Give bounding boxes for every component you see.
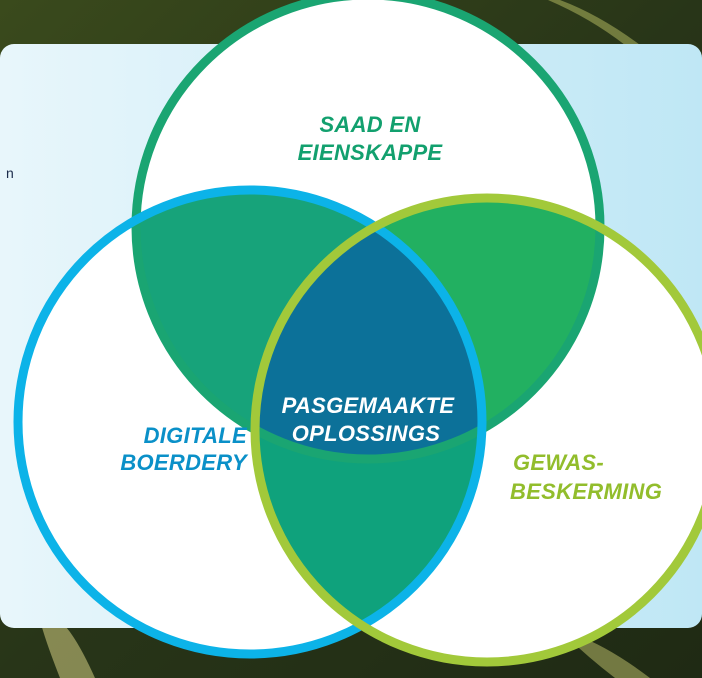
label-center-line1: PASGEMAAKTE [282,393,456,418]
label-left-line1: DIGITALE [144,423,248,448]
label-left-line2: BOERDERY [120,450,249,475]
label-right-line1: GEWAS- [513,450,604,475]
label-digital-farming: DIGITALE BOERDERY [120,423,249,475]
circle-left-ring [13,185,487,659]
label-top-line1: SAAD EN [319,112,421,137]
stalk-highlight-top-right [548,0,640,45]
label-custom-solutions: PASGEMAAKTE OPLOSSINGS [282,393,456,446]
label-crop-protection: GEWAS- BESKERMING [510,450,662,504]
overlap-center [255,198,482,459]
circle-right-ring [250,193,702,667]
side-text-fragment: n [6,165,14,181]
label-top-line2: EIENSKAPPE [298,140,444,165]
label-right-line2: BESKERMING [510,479,662,504]
stalk-highlight-bottom-left [40,615,95,678]
label-seed-and-traits: SAAD EN EIENSKAPPE [298,112,444,165]
label-center-line2: OPLOSSINGS [292,421,440,446]
